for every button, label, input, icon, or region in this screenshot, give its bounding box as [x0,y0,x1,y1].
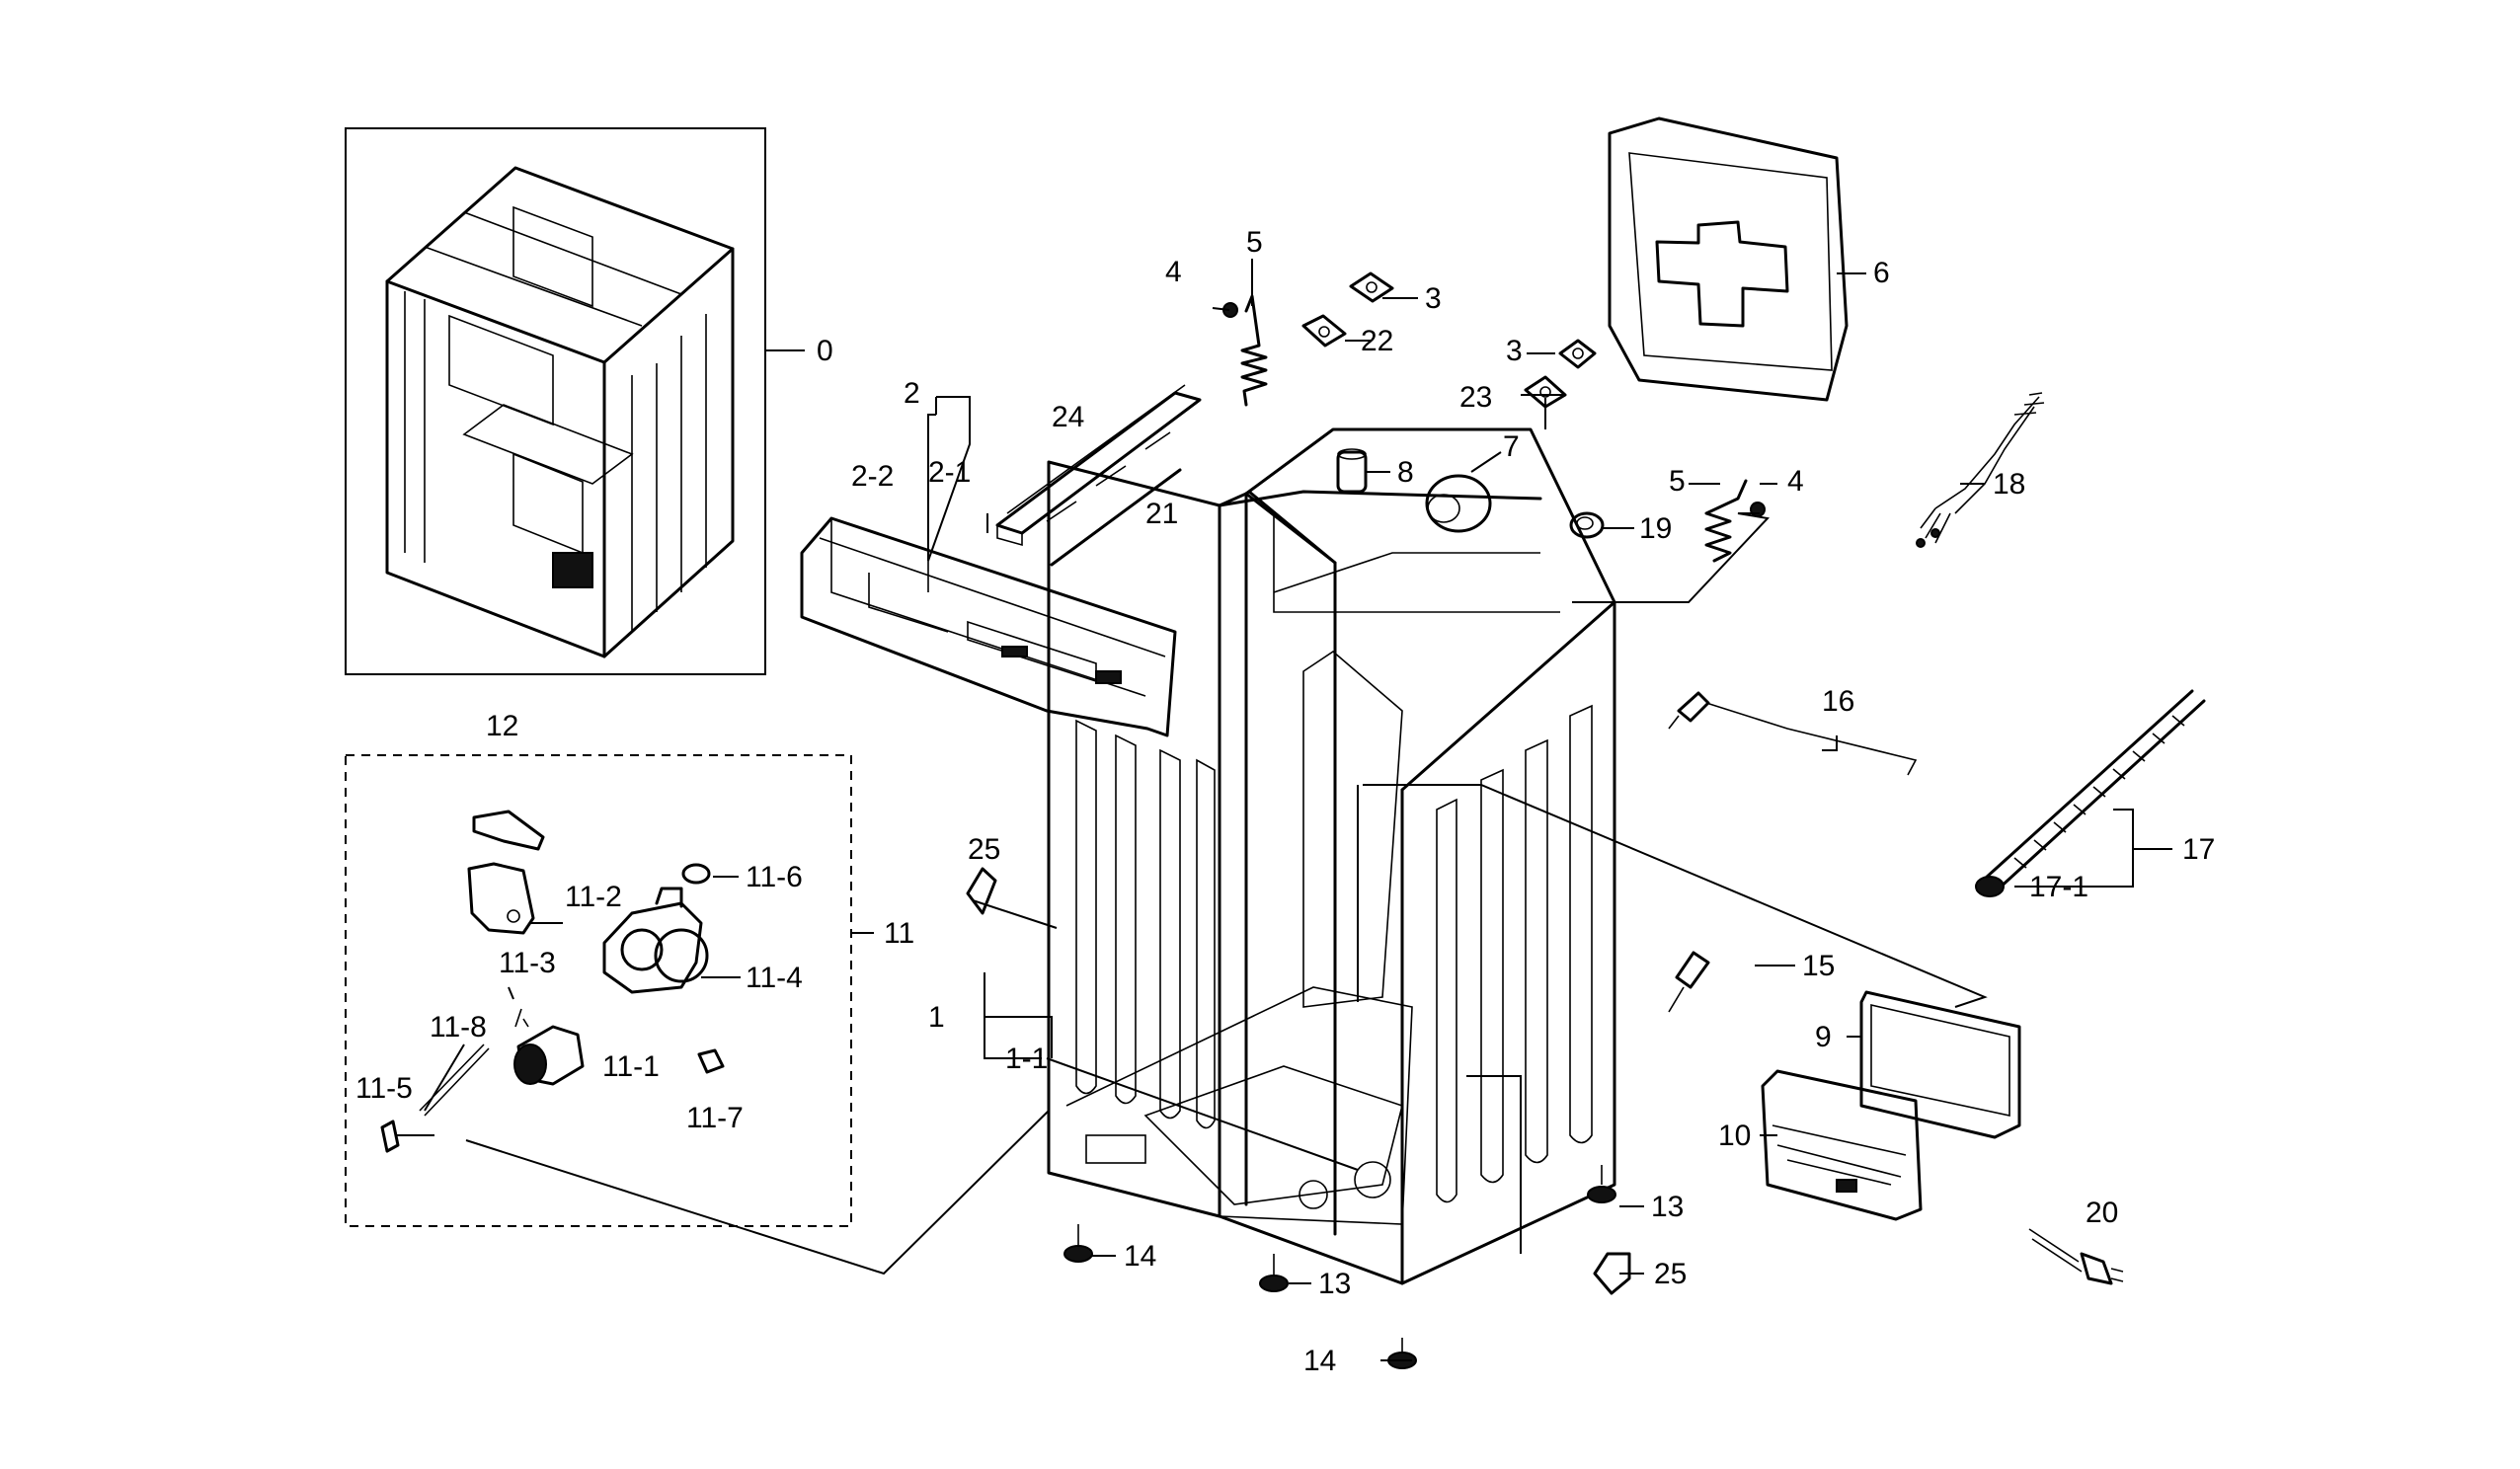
leader-lines [395,259,2172,1361]
label-13-mid: 13 [1318,1268,1351,1300]
grommet-19 [1569,511,1605,539]
label-14-left: 14 [1124,1240,1156,1273]
label-2: 2 [904,377,920,410]
ring-7 [1425,474,1492,533]
label-1: 1 [928,1001,945,1034]
suspension-spring-right [1704,479,1766,563]
leveling-foot-13-mid [1259,1254,1289,1292]
label-11-4: 11-4 [746,962,803,994]
leveling-foot-13-right [1587,1165,1616,1203]
label-17: 17 [2182,833,2215,866]
label-11: 11 [884,917,914,950]
part-labels: 0 2 2-2 2-1 24 21 5 4 3 22 8 7 3 23 6 5 … [355,226,2215,1377]
corner-cap-25-right [1593,1252,1631,1295]
suspension-spring-left [1222,294,1268,407]
top-lid-frame [1608,116,1849,402]
label-3-top: 3 [1425,282,1442,315]
label-7: 7 [1503,430,1520,463]
label-11-5: 11-5 [355,1072,413,1105]
seal-strip [1050,468,1182,567]
label-9: 9 [1815,1021,1832,1053]
top-rail [995,384,1202,547]
assembled-cabinet-inset [345,127,766,675]
label-10: 10 [1718,1120,1751,1152]
label-5-left: 5 [1246,226,1263,259]
damper-8 [1336,448,1368,494]
wire-harness [1916,392,2045,548]
label-11-6: 11-6 [746,861,803,893]
label-24: 24 [1052,401,1084,433]
label-2-1: 2-1 [928,456,971,489]
main-cabinet [1047,427,1616,1285]
label-25-left: 25 [968,833,1000,866]
drain-hose [1975,689,2206,897]
label-11-8: 11-8 [430,1011,487,1044]
label-23: 23 [1459,381,1492,414]
sensor-16 [1668,691,1918,776]
label-5-right: 5 [1669,465,1686,498]
label-17-1: 17-1 [2029,871,2088,903]
label-13-right: 13 [1651,1191,1684,1223]
label-12: 12 [486,710,518,742]
label-21: 21 [1145,498,1178,530]
label-11-7: 11-7 [686,1102,744,1134]
label-4-left: 4 [1165,256,1182,288]
label-8: 8 [1397,456,1414,489]
label-11-1: 11-1 [602,1050,660,1083]
mount-bracket-3-right [1558,339,1597,369]
bracket-22 [1301,314,1347,348]
label-3-right: 3 [1506,335,1523,367]
leveling-foot-14-bottom [1387,1338,1417,1369]
drain-pump-group [345,754,852,1227]
leveling-foot-14-left [1063,1224,1093,1263]
pcb-10 [1761,1069,1923,1221]
label-11-2: 11-2 [565,881,622,913]
label-0: 0 [817,335,833,367]
label-20: 20 [2086,1197,2118,1229]
label-25-right: 25 [1654,1258,1687,1290]
control-box-9 [1859,990,2021,1139]
label-18: 18 [1993,468,2025,501]
mount-bracket-3-top [1349,271,1394,303]
top-control-bracket [800,516,1177,737]
label-11-3: 11-3 [499,947,556,979]
label-1-1: 1-1 [1005,1043,1048,1075]
label-16: 16 [1822,685,1854,718]
sensor-15 [1668,951,1710,1013]
label-2-2: 2-2 [851,460,894,493]
label-19: 19 [1639,512,1672,545]
power-cord [2028,1228,2124,1285]
label-4-right: 4 [1787,465,1804,498]
label-6: 6 [1873,257,1890,289]
label-22: 22 [1361,325,1393,357]
corner-cap-25-left [966,867,997,915]
label-14-bottom: 14 [1303,1345,1336,1377]
label-15: 15 [1802,950,1835,982]
